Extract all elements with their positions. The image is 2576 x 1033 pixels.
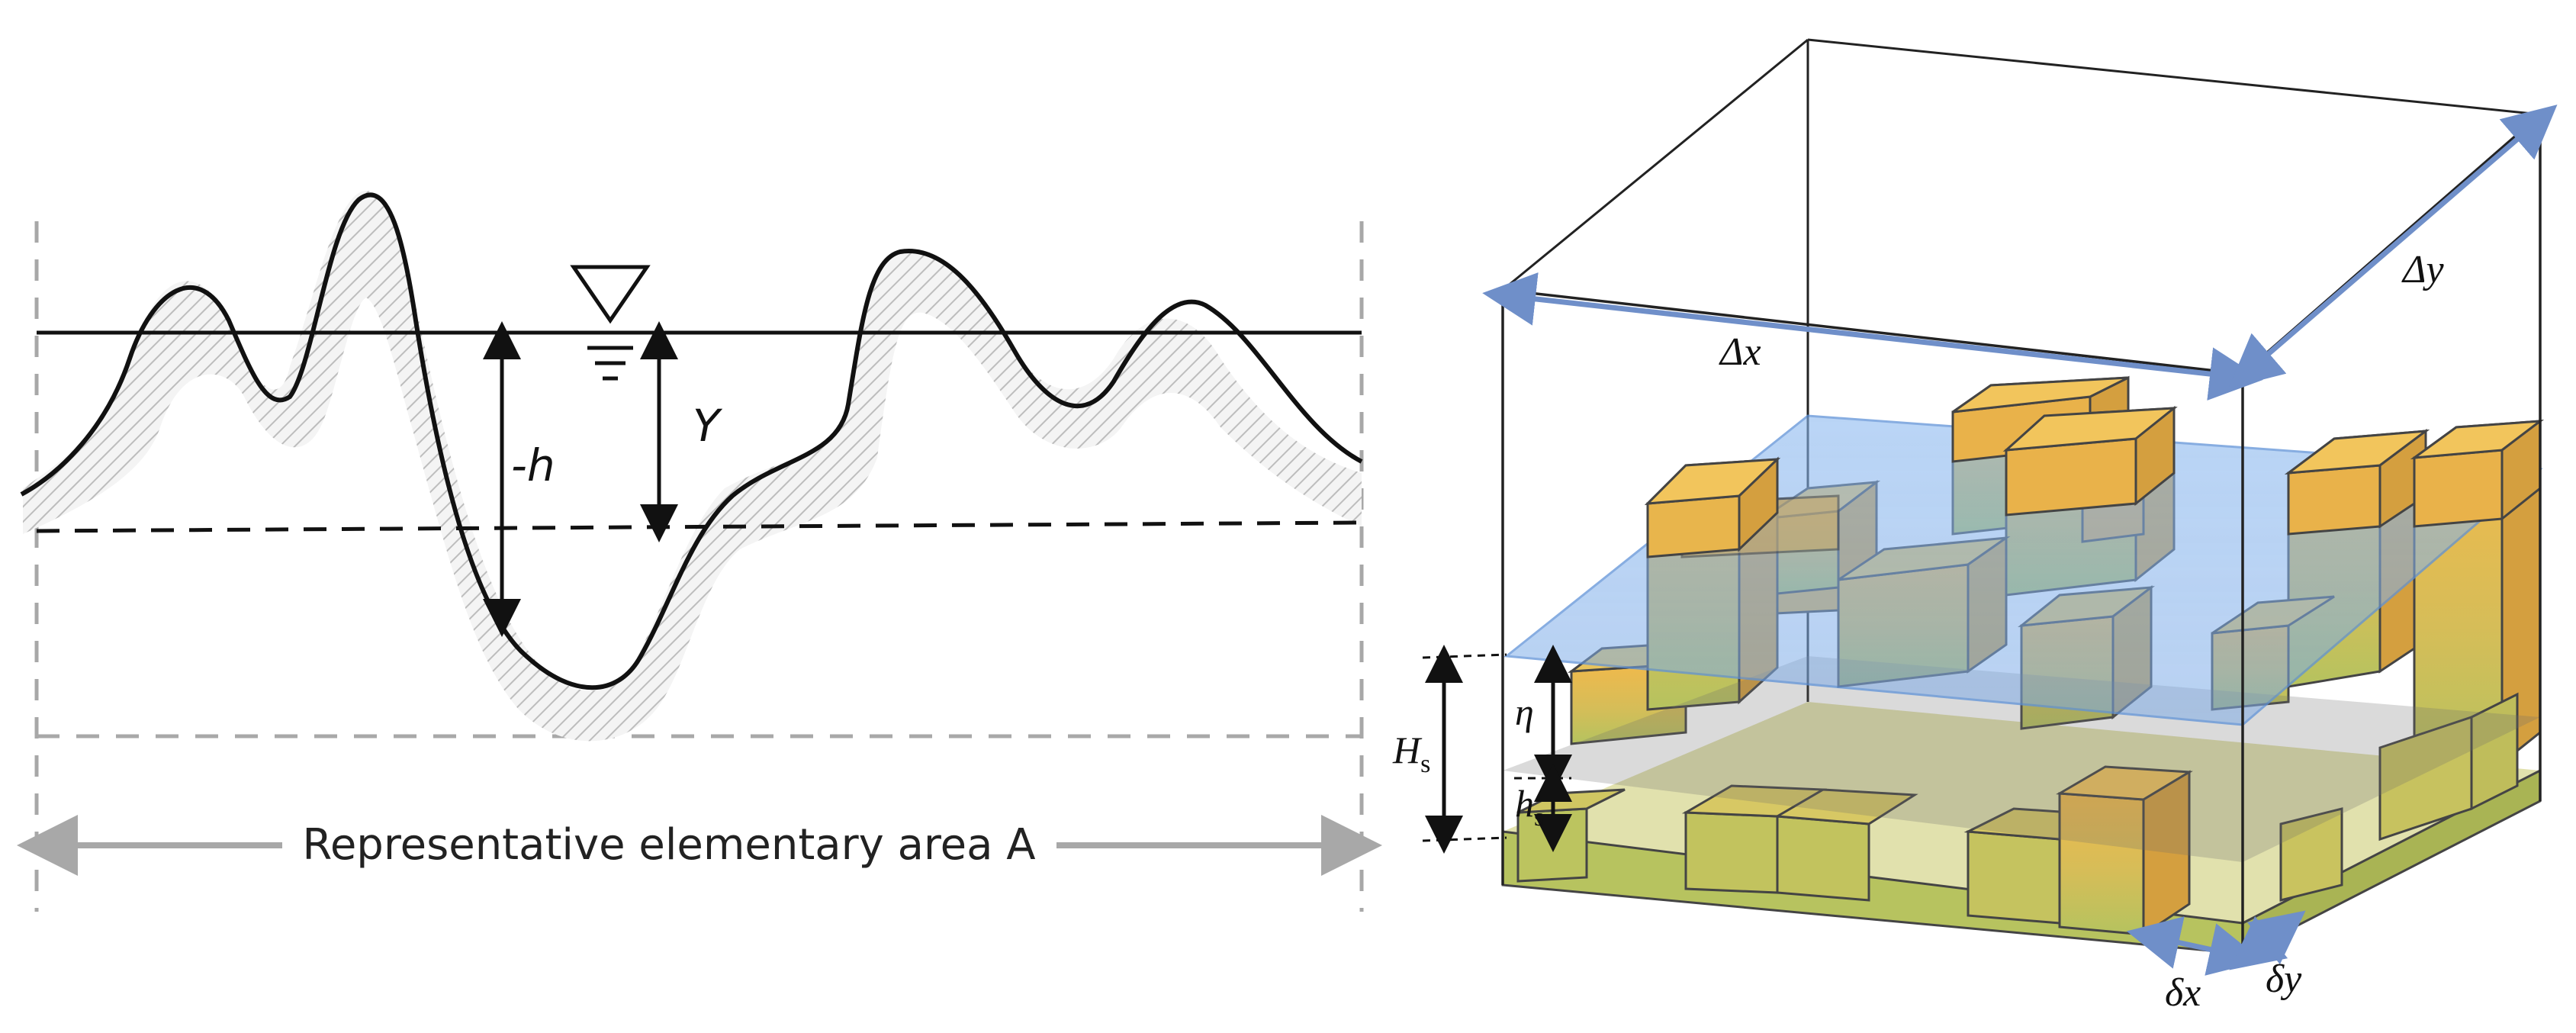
small-dx-arrow bbox=[2126, 916, 2263, 976]
right-panel: Δx Δy δx δy Hs η hs bbox=[1392, 38, 2558, 1015]
small-dy-label: δy bbox=[2266, 957, 2302, 1001]
Hs-label: Hs bbox=[1392, 729, 1430, 778]
sediment-level-plane bbox=[1503, 656, 2540, 862]
block bbox=[1776, 815, 1870, 902]
eta-label: η bbox=[1515, 690, 1534, 733]
block bbox=[1684, 811, 1779, 894]
block bbox=[2142, 770, 2191, 937]
block bbox=[2287, 464, 2381, 536]
small-dx-label: δx bbox=[2165, 971, 2201, 1015]
block bbox=[1774, 788, 1918, 825]
block bbox=[2470, 692, 2519, 811]
dy-arrow bbox=[2228, 105, 2558, 388]
terrain-hatching bbox=[23, 191, 1362, 742]
dx-label: Δx bbox=[1719, 330, 1761, 374]
block bbox=[1646, 494, 1741, 558]
dx-arrow bbox=[1482, 272, 2263, 401]
Hs-subscript: s bbox=[1420, 750, 1430, 778]
small-dy-arrow bbox=[2229, 910, 2306, 970]
hs-subscript: s bbox=[1534, 803, 1544, 832]
hs-label: hs bbox=[1515, 782, 1544, 832]
depth-label: -h bbox=[511, 439, 555, 491]
block bbox=[1967, 830, 2061, 925]
water-depth-label: Y bbox=[693, 400, 723, 452]
block bbox=[2279, 807, 2343, 902]
block bbox=[2005, 437, 2137, 516]
block bbox=[1738, 456, 1779, 552]
dy-label: Δy bbox=[2401, 248, 2445, 291]
left-panel: -h Y Representative elementary area A bbox=[17, 191, 1382, 912]
mean-bed-line bbox=[36, 520, 1362, 533]
inverted-triangle-icon bbox=[570, 265, 651, 381]
area-label: Representative elementary area A bbox=[302, 820, 1035, 870]
Hs-main: H bbox=[1392, 729, 1423, 771]
block bbox=[2134, 405, 2176, 507]
block bbox=[2413, 449, 2504, 528]
hs-main: h bbox=[1515, 782, 1534, 825]
terrain-profile bbox=[20, 192, 1363, 690]
